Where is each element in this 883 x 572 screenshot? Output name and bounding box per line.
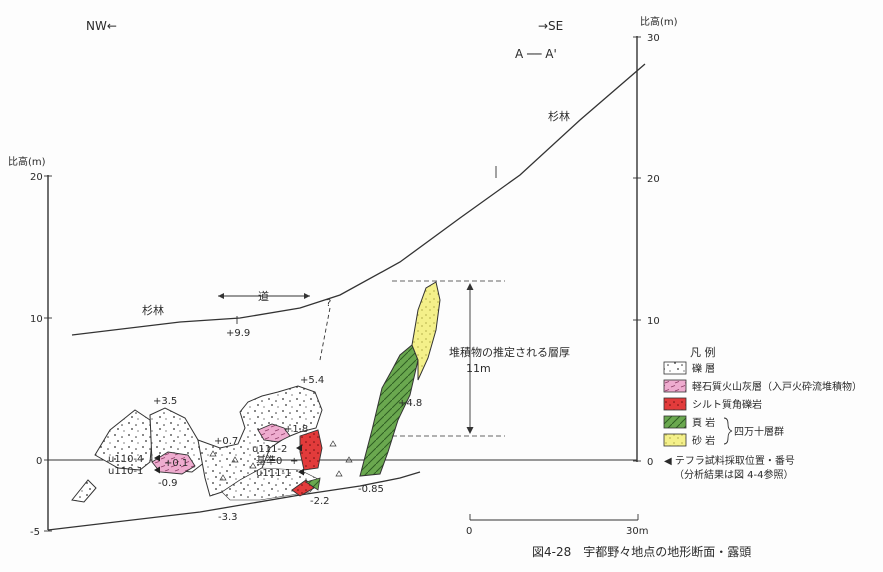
elev-minus0-9: -0.9 <box>158 478 178 489</box>
legend-pumice: 軽石質火山灰層（入戸火砕流堆積物） <box>692 380 862 393</box>
inferred-boundary <box>319 307 331 361</box>
sample-u111-2: u111-2 <box>252 444 287 455</box>
scale-start: 0 <box>466 526 472 537</box>
legend-sandstone: 砂 岩 <box>692 434 715 447</box>
right-tick-0: 0 <box>647 457 653 468</box>
scale-end: 30m <box>626 526 648 537</box>
silt-breccia-1 <box>299 429 323 471</box>
sample-marker-u110-4 <box>154 454 160 462</box>
exposure-base-profile <box>47 471 421 531</box>
elev-plus5-4: +5.4 <box>300 375 324 386</box>
vegetation-right-label: 杉林 <box>548 109 570 123</box>
shale-bedrock <box>359 344 419 477</box>
right-axis-title: 比高(m) <box>640 15 678 28</box>
datum-plus: + <box>290 456 298 467</box>
right-axis-ticks <box>633 36 641 462</box>
elev-minus0-85: -0.85 <box>358 484 384 495</box>
sample-marker-u111-2 <box>296 444 302 452</box>
legend-shale-swatch <box>663 415 687 429</box>
left-tick-minus5: -5 <box>30 527 40 538</box>
legend-sandstone-swatch <box>663 433 687 447</box>
legend-brace <box>723 417 733 445</box>
legend-group: 四万十層群 <box>734 425 784 438</box>
sample-u110-4: u110-4 <box>108 454 143 465</box>
elev-minus2-2: -2.2 <box>310 496 330 507</box>
elev-plus1-8: +1.8 <box>284 424 308 435</box>
elev-plus4-8: +4.8 <box>398 398 422 409</box>
legend-tephra-1: ◀ テフラ試料採取位置・番号 <box>664 454 795 467</box>
pumice-layer-2 <box>257 423 291 443</box>
legend-title: 凡 例 <box>690 345 716 359</box>
figure-caption: 図4-28 宇都野々地点の地形断面・露頭 <box>532 544 751 559</box>
legend-tephra-2: （分析結果は図 4-4参照） <box>674 468 794 481</box>
sandstone-bedrock <box>411 281 441 381</box>
sample-marker-u110-1 <box>154 466 160 474</box>
legend-silt-swatch <box>663 397 687 411</box>
right-tick-30: 30 <box>647 33 660 44</box>
legend-gravel: 礫 層 <box>692 362 715 375</box>
sample-marker-u111-1 <box>298 468 304 476</box>
legend-shale: 頁 岩 <box>692 416 715 429</box>
elev-minus3-3: -3.3 <box>218 512 238 523</box>
legend-silt: シルト質角礫岩 <box>692 398 762 411</box>
ground-surface-profile <box>71 63 646 336</box>
road-label: 道 <box>258 289 269 303</box>
elev-plus3-5: +3.5 <box>153 396 177 407</box>
direction-se: →SE <box>538 19 563 33</box>
gravel-body-3 <box>71 479 97 503</box>
left-tick-10: 10 <box>30 314 43 325</box>
right-tick-20: 20 <box>647 174 660 185</box>
sample-u110-1: u110-1 <box>108 466 143 477</box>
clast-symbols <box>209 440 353 481</box>
thickness-value: 11m <box>466 362 491 375</box>
elev-plus0-7: +0.7 <box>214 436 238 447</box>
sample-datum: 基準0 <box>256 454 282 467</box>
direction-nw: NW← <box>86 19 117 33</box>
right-tick-10: 10 <box>647 316 660 327</box>
legend-pumice-swatch <box>663 379 687 393</box>
vegetation-left-label: 杉林 <box>142 303 164 317</box>
sample-u111-1: u111-1 <box>256 468 291 479</box>
elev-plus0-1: +0.1 <box>164 458 188 469</box>
shale-small <box>305 477 321 491</box>
legend-gravel-swatch <box>663 361 687 375</box>
left-axis-title: 比高(m) <box>8 155 46 168</box>
left-tick-0: 0 <box>36 456 42 467</box>
section-label: A ── A' <box>515 47 557 61</box>
left-tick-20: 20 <box>30 172 43 183</box>
thickness-label: 堆積物の推定される層厚 <box>449 345 570 359</box>
question-mark: ? <box>326 298 331 309</box>
elev-road: +9.9 <box>226 328 250 339</box>
